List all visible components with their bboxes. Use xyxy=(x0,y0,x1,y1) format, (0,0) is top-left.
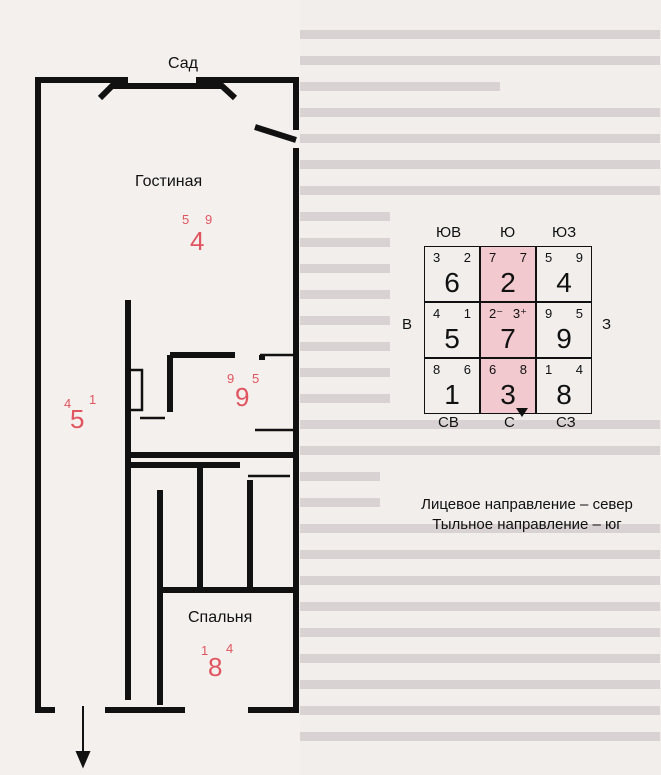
mountain-star: 5 xyxy=(545,250,553,265)
base-star: 8 xyxy=(556,379,572,410)
star-big: 9 xyxy=(235,382,249,412)
star-small-left: 4 xyxy=(64,396,71,411)
center-room-stars: 9 5 9 xyxy=(227,371,259,412)
star-small-right: 1 xyxy=(89,392,96,407)
water-star: 9 xyxy=(575,250,583,265)
star-small-right: 5 xyxy=(252,371,259,386)
star-small-right: 4 xyxy=(226,641,233,656)
direction-southwest: ЮЗ xyxy=(552,224,577,241)
mountain-star: 3 xyxy=(433,250,441,265)
direction-south: Ю xyxy=(500,224,516,241)
room-label-living: Гостиная xyxy=(135,173,202,190)
water-star: 8 xyxy=(519,362,527,377)
direction-north: С xyxy=(504,414,515,431)
mountain-star: 2⁻ xyxy=(489,306,504,321)
back-direction-caption: Тыльное направление – юг xyxy=(432,516,622,533)
star-big: 8 xyxy=(208,652,222,682)
direction-southeast: ЮВ xyxy=(436,224,462,241)
star-big: 5 xyxy=(70,404,84,434)
room-label-bedroom: Спальня xyxy=(188,609,252,626)
room-label-garden: Сад xyxy=(168,55,199,72)
base-star: 4 xyxy=(556,267,572,298)
star-small-left: 1 xyxy=(201,643,208,658)
mountain-star: 1 xyxy=(545,362,553,377)
cell-center: 2⁻ 3⁺ 7 xyxy=(480,302,536,358)
water-star: 2 xyxy=(463,250,471,265)
direction-west: З xyxy=(602,316,612,333)
water-star: 5 xyxy=(575,306,583,321)
water-star: 1 xyxy=(463,306,471,321)
water-star: 3⁺ xyxy=(512,306,527,321)
west-room-stars: 4 1 5 xyxy=(64,392,96,434)
star-small-left: 5 xyxy=(182,212,189,227)
star-small-right: 9 xyxy=(205,212,212,227)
base-star: 5 xyxy=(444,323,460,354)
direction-northeast: СВ xyxy=(438,414,459,431)
living-room-stars: 5 9 4 xyxy=(182,212,212,256)
star-big: 4 xyxy=(190,226,204,256)
mountain-star: 9 xyxy=(545,306,553,321)
base-star: 9 xyxy=(556,323,572,354)
star-small-left: 9 xyxy=(227,371,234,386)
base-star: 2 xyxy=(500,267,516,298)
base-star: 3 xyxy=(500,379,516,410)
base-star: 6 xyxy=(444,267,460,298)
front-direction-caption: Лицевое направление – север xyxy=(421,496,633,513)
north-pointer-icon xyxy=(516,408,528,417)
bedroom-stars: 1 4 8 xyxy=(201,641,233,682)
direction-northwest: СЗ xyxy=(556,414,576,431)
mountain-star: 6 xyxy=(489,362,497,377)
mountain-star: 4 xyxy=(433,306,441,321)
water-star: 7 xyxy=(519,250,527,265)
base-star: 1 xyxy=(444,379,460,410)
base-star: 7 xyxy=(500,323,516,354)
water-star: 6 xyxy=(463,362,471,377)
mountain-star: 7 xyxy=(489,250,497,265)
water-star: 4 xyxy=(575,362,583,377)
mountain-star: 8 xyxy=(433,362,441,377)
direction-east: В xyxy=(402,316,413,333)
